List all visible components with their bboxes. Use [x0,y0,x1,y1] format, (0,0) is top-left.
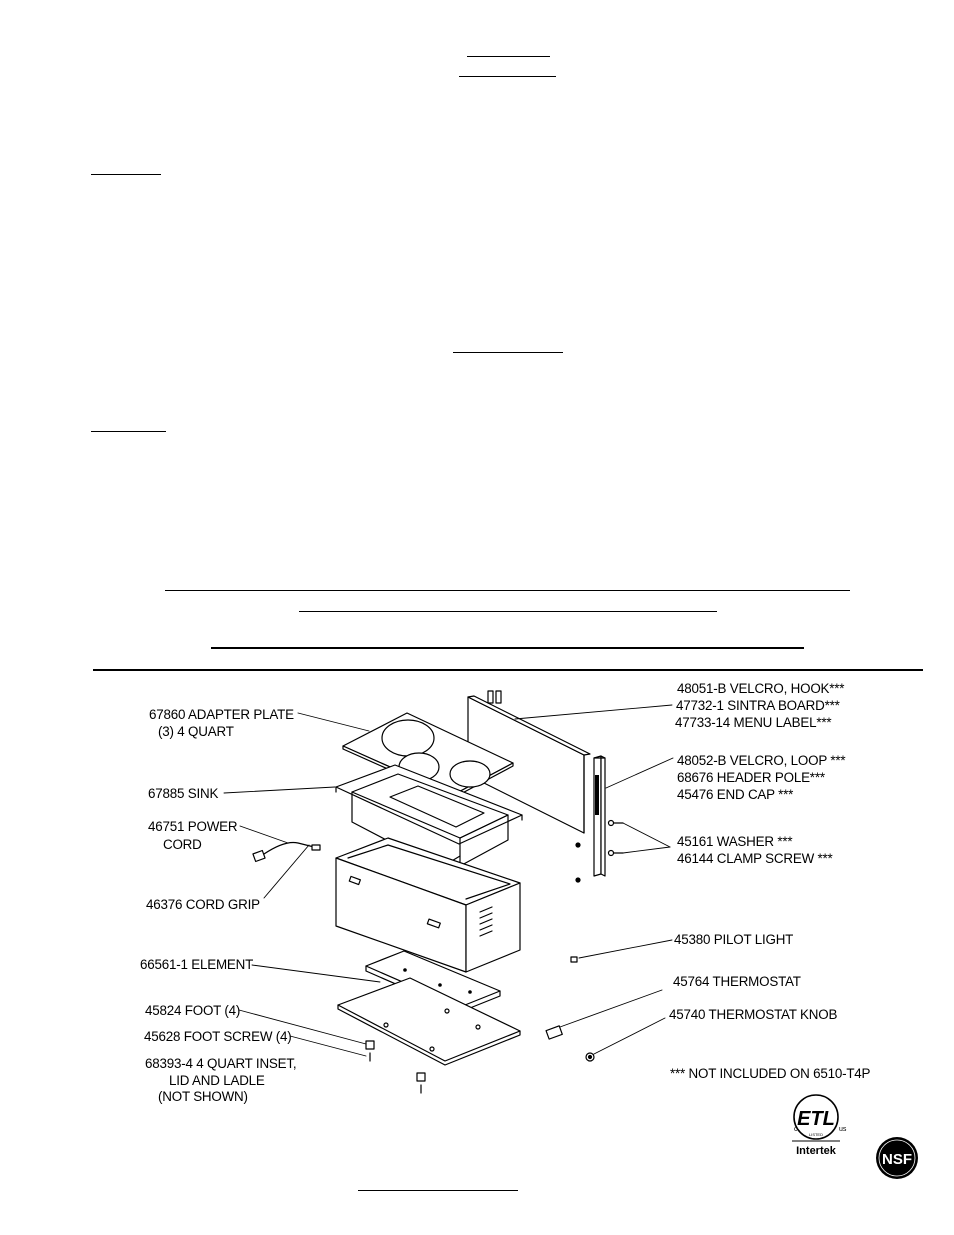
label-velcro-loop: 48052-B VELCRO, LOOP *** [677,753,846,768]
diagram-divider [93,669,923,671]
nsf-logo: NSF [876,1137,918,1179]
label-sintra-board: 47732-1 SINTRA BOARD*** [676,698,840,713]
label-velcro-hook: 48051-B VELCRO, HOOK*** [677,681,845,696]
svg-text:NSF: NSF [882,1151,912,1168]
label-cord-grip: 46376 CORD GRIP [146,897,260,912]
label-thermostat: 45764 THERMOSTAT [673,974,801,989]
label-power-cord-sub: CORD [163,837,202,852]
statement-underline-2 [299,611,717,612]
section-underline-2 [453,352,563,353]
label-header-pole: 68676 HEADER POLE*** [677,770,825,785]
statement-underline-1 [165,590,850,591]
section-underline-3 [91,431,166,432]
controls [545,956,595,1062]
label-power-cord: 46751 POWER [148,819,238,834]
title-underline-top [467,56,550,57]
leader-lines [223,704,674,1057]
label-not-included: *** NOT INCLUDED ON 6510-T4P [670,1066,871,1081]
svg-text:ETL: ETL [797,1108,835,1130]
label-foot: 45824 FOOT (4) [145,1003,241,1018]
svg-text:c: c [794,1126,798,1133]
label-thermostat-knob: 45740 THERMOSTAT KNOB [669,1007,838,1022]
svg-text:LISTED: LISTED [809,1132,823,1137]
header-pole [593,755,606,877]
label-inset: 68393-4 4 QUART INSET, [145,1056,297,1071]
title-underline-bottom [459,76,556,77]
label-foot-screw: 45628 FOOT SCREW (4) [144,1029,292,1044]
label-adapter-plate: 67860 ADAPTER PLATE [149,707,294,722]
footer-underline [358,1190,518,1191]
base-plate [337,977,521,1066]
section-underline-1 [91,174,161,175]
label-pilot-light: 45380 PILOT LIGHT [674,932,794,947]
label-sink: 67885 SINK [148,786,219,801]
label-inset-sub1: LID AND LADLE [169,1073,265,1088]
sink [335,764,523,869]
statement-underline-3 [211,647,804,649]
label-adapter-plate-sub: (3) 4 QUART [158,724,234,739]
label-menu-label: 47733-14 MENU LABEL*** [675,715,832,730]
power-cord [252,841,321,863]
svg-text:Intertek: Intertek [796,1145,837,1157]
etl-listed-logo: ETL c us LISTED Intertek [792,1094,847,1157]
clamp-screws [575,819,624,883]
label-element: 66561-1 ELEMENT [140,957,254,972]
housing [335,837,521,973]
label-end-cap: 45476 END CAP *** [677,787,794,802]
svg-text:us: us [839,1126,847,1133]
label-washer: 45161 WASHER *** [677,834,793,849]
label-clamp-screw: 46144 CLAMP SCREW *** [677,851,833,866]
feet [365,1040,426,1094]
label-inset-sub2: (NOT SHOWN) [158,1089,248,1104]
